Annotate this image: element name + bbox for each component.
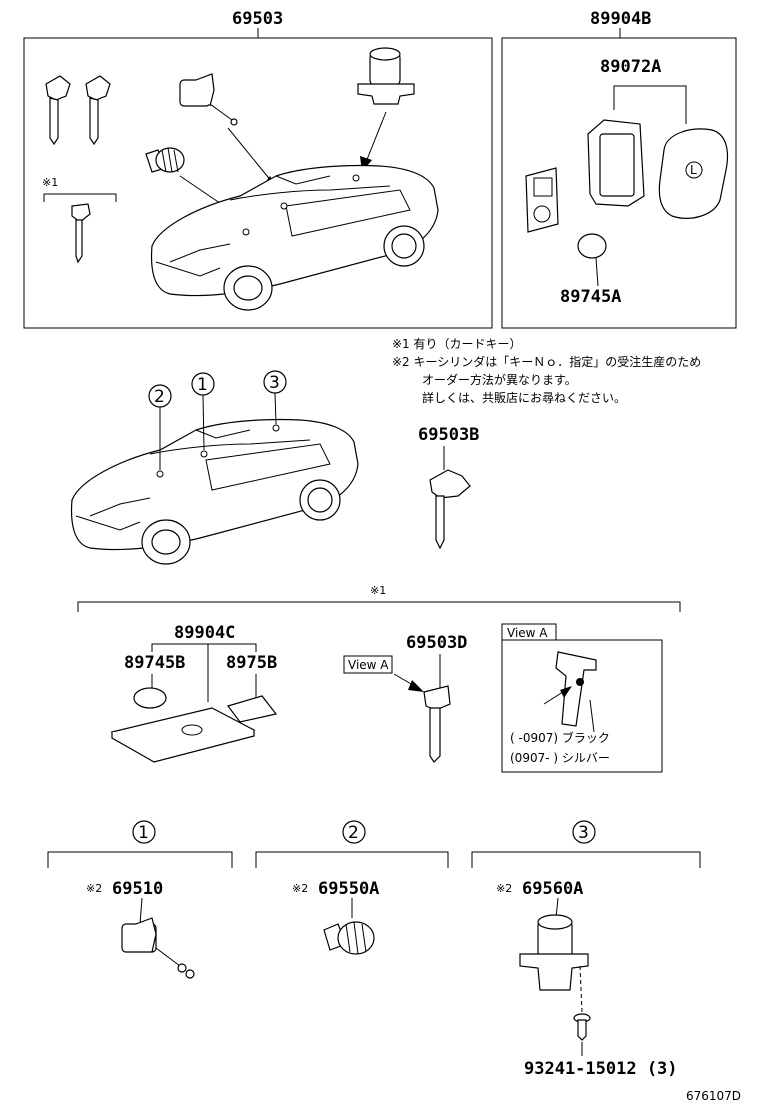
note-1: ※1 有り（カードキー） [392,337,522,351]
label-89904b[interactable]: 89904B [590,9,651,29]
svg-text:L: L [690,163,697,177]
emergency-key-icon [71,203,91,264]
panel-69503 [23,37,493,329]
svg-text:3: 3 [269,373,280,393]
smart-key-case-icon [587,119,645,207]
note-2c: 詳しくは、共販店にお尋ねください。 [422,390,626,405]
master-key-icon [45,75,111,146]
label-89745a[interactable]: 89745A [560,287,621,307]
leader-89745a [595,257,599,287]
note-2b: オーダー方法が異なります。 [422,372,577,387]
dashed-leader-screw [579,965,583,1013]
label-69560a[interactable]: 69560A [522,879,583,899]
mark2-69550a: ※2 [292,882,308,895]
drawing-code: 676107D [686,1089,741,1103]
svg-text:2: 2 [348,823,359,843]
label-69503[interactable]: 69503 [232,9,283,29]
battery-89745a-icon [577,233,607,259]
luggage-cylinder-icon [357,47,415,105]
screw-icon [573,1013,591,1041]
label-screw[interactable]: 93241-15012 (3) [524,1059,678,1079]
car-outline-top-icon [150,164,439,311]
callout-1-middle: 1 [191,372,215,451]
mark2-69510: ※2 [86,882,102,895]
mark2-69560a: ※2 [496,882,512,895]
label-89072a[interactable]: 89072A [600,57,661,77]
view-a-detail-icon [543,651,597,733]
svg-text:2: 2 [154,387,165,407]
view-a-title: View A [507,626,548,640]
ignition-cylinder-69510-icon [121,917,195,979]
mark1-top: ※1 [42,176,58,189]
car-outline-middle-icon [70,418,359,565]
label-89904c[interactable]: 89904C [174,623,235,643]
ignition-cylinder-icon [179,73,238,126]
bracket-89904c [151,643,257,652]
door-cylinder-69550a-icon [323,921,375,955]
view-a-tab [501,623,557,641]
svg-text:1: 1 [138,823,149,843]
panel-89904b [501,37,737,329]
key-module-icon [525,167,559,233]
luggage-cylinder-69560a-icon [519,914,589,991]
leader-89072a [613,85,687,124]
label-89745b[interactable]: 89745B [124,653,185,673]
door-cylinder-icon [145,147,185,173]
key-69503d-icon [423,685,451,763]
label-69510[interactable]: 69510 [112,879,163,899]
view-a-box [501,639,663,773]
bracket-mark1-top [43,193,117,202]
callout-2-middle: 2 [148,384,172,470]
svg-text:1: 1 [197,375,208,395]
card-key-icon [110,707,256,763]
label-69550a[interactable]: 69550A [318,879,379,899]
callout-3-middle: 3 [263,370,287,425]
bracket-mark1-section [77,601,681,612]
smart-key-icon: L [658,128,729,219]
label-69503d[interactable]: 69503D [406,633,467,653]
label-8975b[interactable]: 8975B [226,653,277,673]
section-1-header: 1 [47,820,233,868]
svg-text:View A: View A [348,658,389,672]
note-2a: ※2 キーシリンダは「キーＮｏ．指定」の受注生産のため [392,354,701,369]
key-69503b-icon [429,469,471,550]
view-a-row-black: ( -0907) ブラック [510,730,610,745]
battery-89745b-icon [133,687,167,709]
card-plate-icon [227,695,278,723]
label-69503b[interactable]: 69503B [418,425,479,445]
section-2-header: 2 [255,820,449,868]
view-a-row-silver: (0907- ) シルバー [510,751,610,765]
svg-text:3: 3 [578,823,589,843]
view-a-callout: View A [343,655,424,692]
section-3-header: 3 [471,820,701,868]
leader-69510 [139,897,143,925]
mark1-section: ※1 [370,584,386,597]
